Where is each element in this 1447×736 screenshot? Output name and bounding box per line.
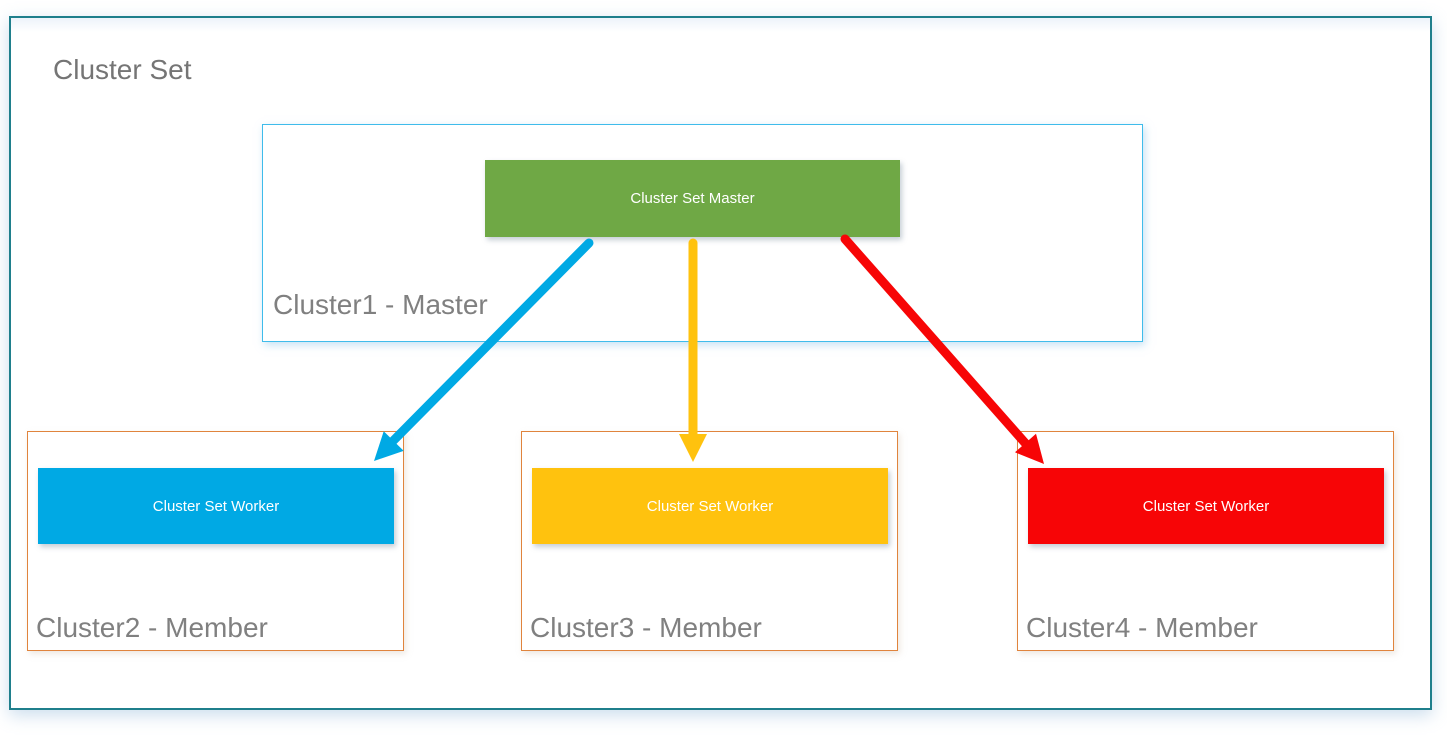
- cluster3-worker-node: Cluster Set Worker: [532, 468, 888, 544]
- cluster3-member-box: Cluster Set Worker Cluster3 - Member: [521, 431, 898, 651]
- cluster3-member-label: Cluster3 - Member: [530, 612, 762, 643]
- cluster4-worker-node-label: Cluster Set Worker: [1142, 497, 1270, 515]
- diagram-title: Cluster Set: [53, 54, 192, 85]
- cluster2-member-box: Cluster Set Worker Cluster2 - Member: [27, 431, 404, 651]
- cluster2-member-label: Cluster2 - Member: [36, 612, 268, 643]
- cluster-set-master-node: Cluster Set Master: [485, 160, 900, 237]
- cluster-set-master-node-label: Cluster Set Master: [630, 190, 755, 207]
- cluster4-member-label: Cluster4 - Member: [1026, 612, 1258, 643]
- cluster4-worker-node: Cluster Set Worker: [1028, 468, 1384, 544]
- cluster2-worker-node-label: Cluster Set Worker: [152, 497, 280, 515]
- cluster3-worker-node-label: Cluster Set Worker: [646, 497, 774, 515]
- cluster1-master-label: Cluster1 - Master: [273, 289, 488, 320]
- cluster4-member-box: Cluster Set Worker Cluster4 - Member: [1017, 431, 1394, 651]
- cluster2-worker-node: Cluster Set Worker: [38, 468, 394, 544]
